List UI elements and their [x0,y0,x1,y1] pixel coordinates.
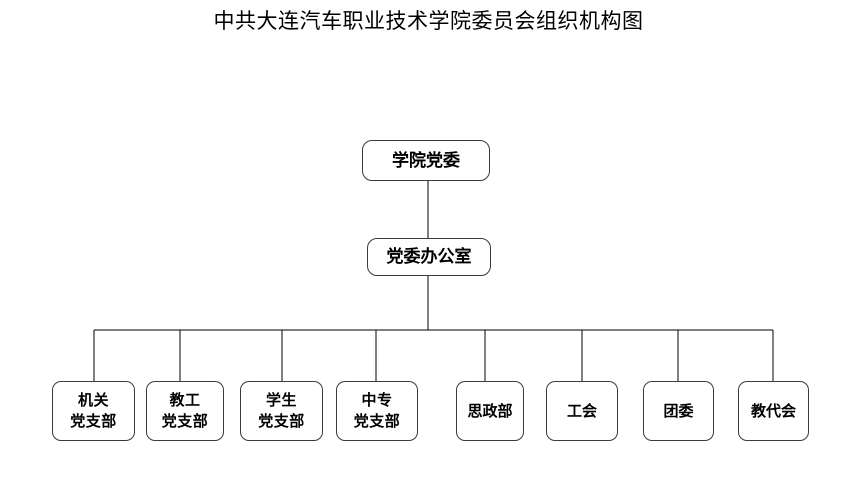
page-title: 中共大连汽车职业技术学院委员会组织机构图 [213,10,644,33]
node-label-line1: 中专 [361,392,393,409]
node-label: 党委办公室 [386,247,472,266]
node-label-line1: 学生 [265,392,297,409]
node-label-line1: 教工 [169,392,201,409]
node-vocational-party-branch[interactable]: 中专 党支部 [336,381,418,441]
node-label-line2: 党支部 [70,413,117,430]
node-youth-league-committee[interactable]: 团委 [643,381,714,441]
node-faculty-congress[interactable]: 教代会 [738,381,809,441]
node-student-party-branch[interactable]: 学生 党支部 [240,381,323,441]
node-organ-party-branch[interactable]: 机关 党支部 [52,381,135,441]
node-labor-union[interactable]: 工会 [546,381,618,441]
node-label: 思政部 [467,402,513,420]
node-label-line2: 党支部 [161,413,209,430]
node-label-line1: 机关 [77,392,109,409]
node-label: 学院党委 [392,150,460,170]
node-label: 教代会 [750,402,796,420]
node-ideological-department[interactable]: 思政部 [456,381,524,441]
node-label-line2: 党支部 [258,413,305,430]
node-faculty-party-branch[interactable]: 教工 党支部 [146,381,224,441]
node-label-line2: 党支部 [353,413,401,430]
node-party-committee-office[interactable]: 党委办公室 [367,238,491,276]
node-party-committee[interactable]: 学院党委 [362,140,490,181]
node-label: 工会 [566,402,597,420]
node-label: 团委 [663,402,694,420]
